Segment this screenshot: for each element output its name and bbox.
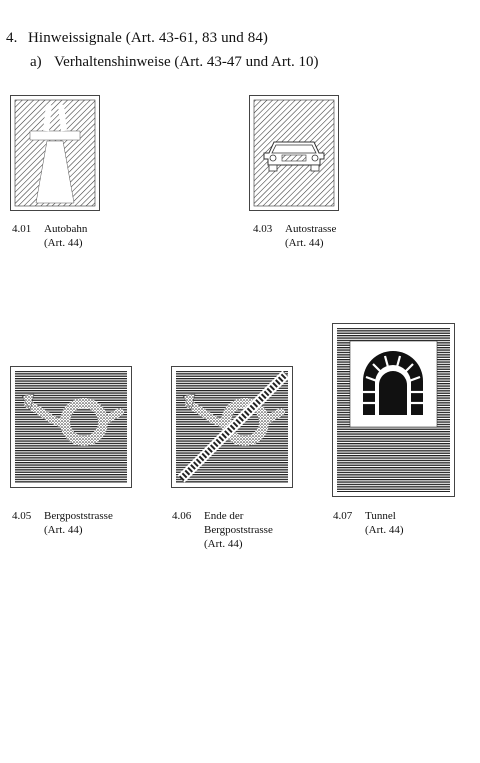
- sign-code: 4.03: [253, 223, 273, 235]
- sign-name: Autobahn: [44, 223, 88, 235]
- section-number: 4.: [6, 30, 18, 46]
- sign-article: (Art. 44): [365, 524, 404, 536]
- sign-article: (Art. 44): [204, 538, 243, 550]
- end-post-horn-sign-icon: [171, 366, 293, 488]
- subsection-heading: a) Verhaltenshinweise (Art. 43-47 und Art…: [30, 54, 319, 71]
- sign-article: (Art. 44): [44, 524, 83, 536]
- tunnel-sign-icon: [332, 323, 455, 497]
- subsection-title: Verhaltenshinweise (Art. 43-47 und Art. …: [54, 54, 319, 70]
- sign-code: 4.07: [333, 510, 353, 522]
- section-heading: 4. Hinweissignale (Art. 43-61, 83 und 84): [6, 30, 268, 47]
- subsection-number: a): [30, 54, 42, 70]
- post-horn-sign-icon: [10, 366, 132, 488]
- expressway-car-sign-icon: [249, 95, 339, 211]
- sign-article: (Art. 44): [285, 237, 324, 249]
- sign-name-line2: Bergpoststrasse: [204, 524, 273, 536]
- sign-article: (Art. 44): [44, 237, 83, 249]
- sign-name: Autostrasse: [285, 223, 337, 235]
- sign-code: 4.06: [172, 510, 192, 522]
- sign-name-line1: Ende der: [204, 510, 244, 522]
- sign-name: Tunnel: [365, 510, 396, 522]
- sign-name: Bergpoststrasse: [44, 510, 113, 522]
- sign-code: 4.01: [12, 223, 32, 235]
- sign-code: 4.05: [12, 510, 32, 522]
- section-title: Hinweissignale (Art. 43-61, 83 und 84): [28, 30, 269, 46]
- motorway-sign-icon: [10, 95, 100, 211]
